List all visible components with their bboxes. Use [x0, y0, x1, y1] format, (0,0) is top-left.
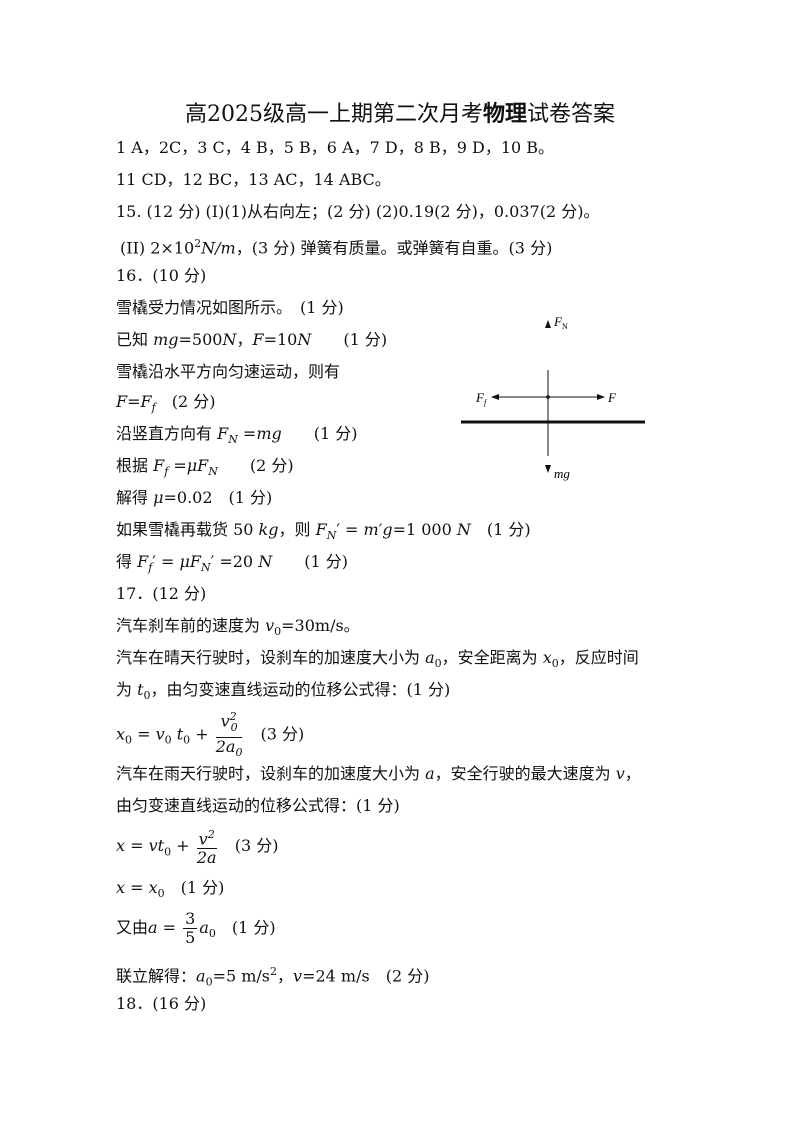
q16-heading: 16．(10 分): [116, 266, 207, 285]
q16-line-4: F=Ff (2 分): [116, 392, 216, 415]
answers-line-2: 11 CD，12 BC，13 AC，14 ABC。: [116, 170, 391, 189]
pull-force-arrowhead: [597, 394, 605, 400]
label-pull-force: F: [607, 390, 617, 405]
q17-line-5: 由匀变速直线运动的位移公式得：(1 分): [116, 796, 400, 815]
friction-arrowhead: [491, 394, 499, 400]
label-normal-force: FN: [553, 314, 568, 331]
q17-formula-3: x = x0 (1 分): [116, 878, 225, 901]
label-friction: Ff: [475, 390, 488, 407]
center-point: [546, 395, 550, 399]
q17-line-3: 为 t0，由匀变速直线运动的位移公式得：(1 分): [116, 680, 451, 703]
q17-line-1: 汽车刹车前的速度为 v0=30m/s。: [116, 616, 360, 639]
normal-force-arrowhead: [545, 320, 551, 328]
q17-result: 联立解得：a0=5 m/s2，v=24 m/s (2 分): [116, 965, 430, 989]
force-diagram: FN Ff F mg: [461, 314, 645, 481]
q16-line-5: 沿竖直方向有 FN =mg (1 分): [116, 424, 358, 447]
answers-line-1: 1 A，2C，3 C，4 B，5 B，6 A，7 D，8 B，9 D，10 B。: [116, 138, 555, 157]
q16-line-2: 已知 mg=500N，F=10N (1 分): [116, 330, 388, 349]
q16-line-9: 得 Ff′ = μFN′ =20 N (1 分): [116, 552, 348, 575]
label-gravity: mg: [554, 466, 570, 481]
q16-line-7: 解得 μ=0.02 (1 分): [116, 488, 273, 507]
q18-heading: 18．(16 分): [116, 994, 207, 1013]
q17-heading: 17．(12 分): [116, 584, 207, 603]
q15-line-1: 15. (12 分) (I)(1)从右向左；(2 分) (2)0.19(2 分)…: [116, 202, 600, 221]
gravity-arrowhead: [545, 465, 551, 473]
q16-line-1: 雪橇受力情况如图所示。 (1 分): [116, 298, 344, 317]
q15-line-2: (II) 2×102N/m，(3 分) 弹簧有质量。或弹簧有自重。(3 分): [120, 237, 553, 258]
q16-line-3: 雪橇沿水平方向匀速运动，则有: [116, 362, 341, 381]
q16-line-6: 根据 Ff =μFN (2 分): [116, 456, 294, 479]
q17-line-2: 汽车在晴天行驶时，设刹车的加速度大小为 a0，安全距离为 x0，反应时间: [116, 648, 639, 671]
q17-line-4: 汽车在雨天行驶时，设刹车的加速度大小为 a，安全行驶的最大速度为 v，: [116, 764, 641, 783]
q16-line-8: 如果雪橇再载货 50 kg，则 FN′ = m′g=1 000 N (1 分): [116, 520, 531, 543]
page-title: 高2025级高一上期第二次月考物理试卷答案: [184, 101, 616, 127]
